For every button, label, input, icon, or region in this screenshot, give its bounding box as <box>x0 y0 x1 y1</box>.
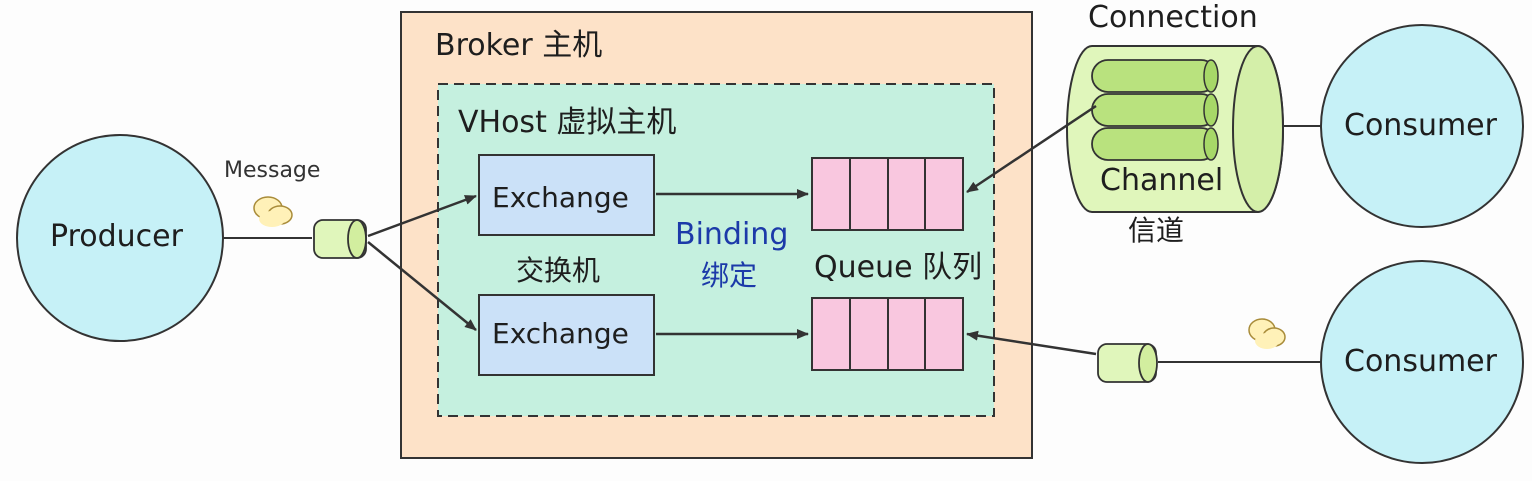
vhost-title: VHost 虚拟主机 <box>458 105 677 140</box>
consumer-2-label: Consumer <box>1344 344 1497 379</box>
message-cloud-2-icon <box>1248 318 1286 349</box>
pipe-to-queue-2-arrow <box>966 330 1097 356</box>
queue-1 <box>811 157 964 231</box>
queue-caption: Queue 队列 <box>814 250 983 285</box>
exchange-caption: 交换机 <box>516 254 601 287</box>
message-to-exchange-2-arrow <box>367 241 477 331</box>
channel-label: Channel <box>1100 163 1224 198</box>
message-to-exchange-1-arrow <box>367 194 477 238</box>
connection-label: Connection <box>1088 0 1258 35</box>
message-pipe-icon <box>313 219 367 259</box>
consumer-1-label: Consumer <box>1344 108 1497 143</box>
exchange-1-label: Exchange <box>492 181 629 214</box>
binding-sublabel: 绑定 <box>701 259 758 292</box>
exchange-2-label: Exchange <box>492 317 629 350</box>
channel-tubes <box>1091 59 1219 161</box>
producer-label: Producer <box>50 219 183 254</box>
consumer-1-node <box>1320 24 1524 228</box>
queue-2 <box>811 297 964 371</box>
message-cloud-icon <box>253 196 293 227</box>
exchange-2-box <box>478 294 655 376</box>
message-label: Message <box>224 158 321 183</box>
broker-title: Broker 主机 <box>435 28 603 63</box>
binding-label: Binding <box>675 217 789 252</box>
channel-to-queue-1-arrow <box>966 104 1097 194</box>
exchange-1-box <box>478 154 655 236</box>
consumer-pipe-icon <box>1097 343 1158 383</box>
channel-caption: 信道 <box>1128 214 1185 247</box>
